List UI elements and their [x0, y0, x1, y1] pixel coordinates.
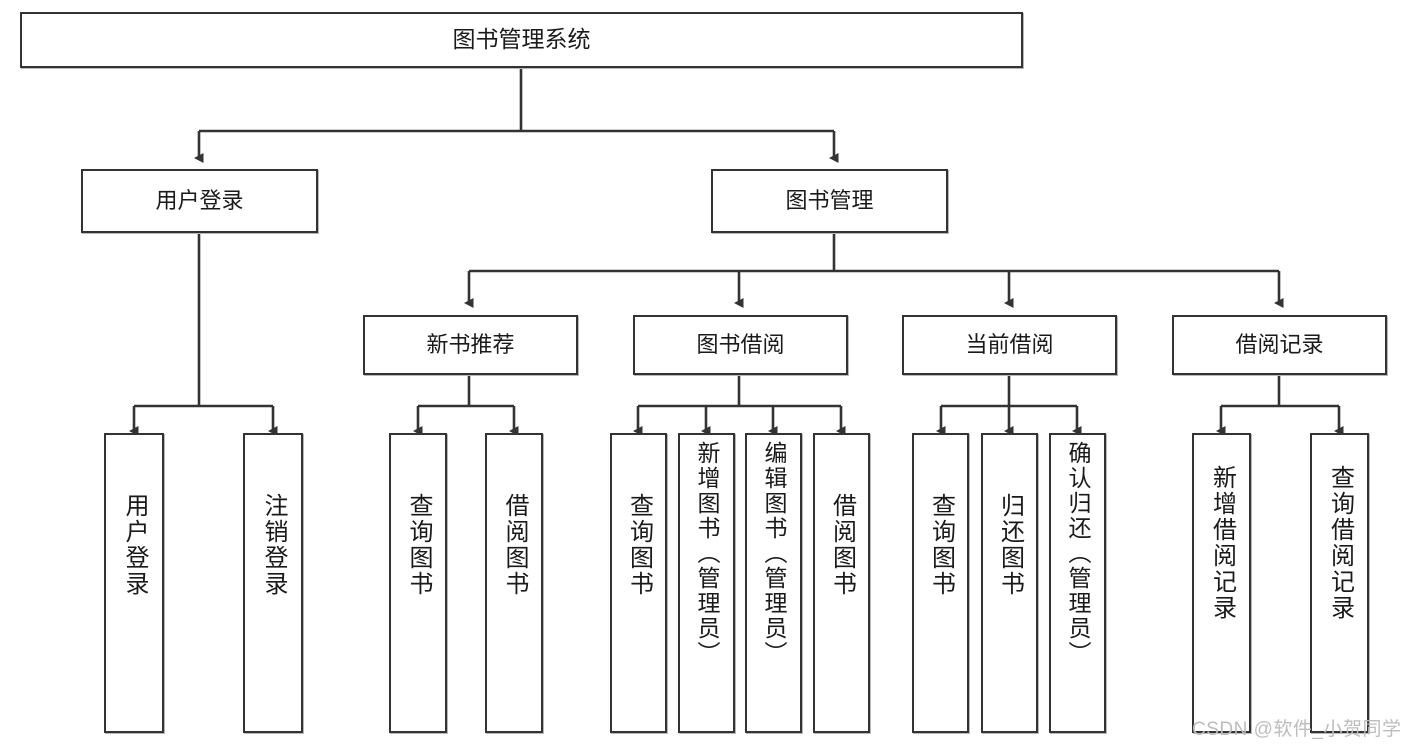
node-book-management[interactable]: 图书管理 — [711, 169, 948, 233]
leaf-current-borrow-return-book[interactable]: 归还图书 — [981, 433, 1038, 733]
node-label: 新书推荐 — [426, 331, 515, 357]
leaf-current-borrow-query-book[interactable]: 查询图书 — [912, 433, 969, 733]
node-label: 确认归还（管理员） — [1065, 441, 1091, 666]
node-label: 新增借阅记录 — [1208, 465, 1236, 621]
node-label: 查询图书 — [927, 493, 955, 597]
node-new-book-recommend[interactable]: 新书推荐 — [363, 315, 578, 375]
node-label: 图书管理系统 — [452, 26, 591, 53]
node-label: 用户登录 — [155, 187, 244, 213]
node-current-borrow[interactable]: 当前借阅 — [902, 315, 1117, 375]
leaf-book-borrow-add-book-admin[interactable]: 新增图书（管理员） — [678, 433, 735, 733]
node-label: 借阅记录 — [1235, 331, 1324, 357]
csdn-watermark: CSDN @软件_小贺同学 — [1192, 719, 1402, 740]
node-book-borrow[interactable]: 图书借阅 — [633, 315, 848, 375]
leaf-book-borrow-query-book[interactable]: 查询图书 — [610, 433, 667, 733]
leaf-book-borrow-edit-book-admin[interactable]: 编辑图书（管理员） — [745, 433, 802, 733]
leaf-borrow-record-add-record[interactable]: 新增借阅记录 — [1192, 433, 1251, 733]
leaf-logout[interactable]: 注销登录 — [243, 433, 303, 733]
node-root-book-management-system[interactable]: 图书管理系统 — [20, 12, 1023, 68]
node-label: 查询图书 — [625, 493, 653, 597]
node-label: 新增图书（管理员） — [694, 441, 720, 666]
node-label: 图书管理 — [785, 187, 874, 213]
leaf-user-login[interactable]: 用户登录 — [104, 433, 164, 733]
leaf-current-borrow-confirm-return-admin[interactable]: 确认归还（管理员） — [1049, 433, 1106, 733]
leaf-book-borrow-borrow-book[interactable]: 借阅图书 — [813, 433, 870, 733]
node-label: 借阅图书 — [501, 493, 528, 597]
node-borrow-record[interactable]: 借阅记录 — [1172, 315, 1387, 375]
node-label: 借阅图书 — [828, 493, 856, 597]
node-label: 用户登录 — [121, 493, 148, 597]
node-label: 查询图书 — [405, 493, 432, 597]
node-label: 查询借阅记录 — [1326, 465, 1354, 621]
node-label: 编辑图书（管理员） — [761, 441, 787, 666]
node-label: 当前借阅 — [965, 331, 1054, 357]
node-label: 图书借阅 — [696, 331, 785, 357]
leaf-new-book-borrow-book[interactable]: 借阅图书 — [485, 433, 543, 733]
node-label: 归还图书 — [996, 493, 1024, 597]
leaf-borrow-record-query-record[interactable]: 查询借阅记录 — [1310, 433, 1369, 733]
node-label: 注销登录 — [260, 493, 287, 597]
node-user-login[interactable]: 用户登录 — [81, 169, 318, 233]
leaf-new-book-query-book[interactable]: 查询图书 — [389, 433, 447, 733]
